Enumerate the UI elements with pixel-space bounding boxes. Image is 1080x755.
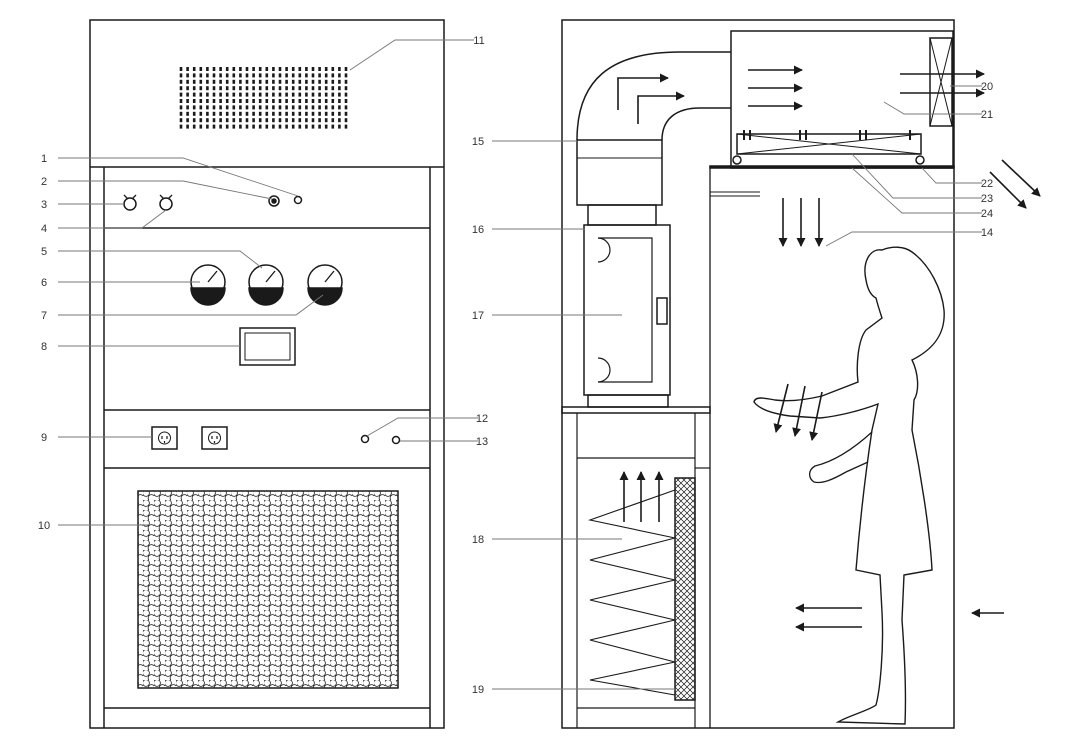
indicator-lamp-2 [268, 195, 280, 207]
callout-label-20: 20 [981, 81, 993, 93]
leader-line-12 [366, 417, 478, 437]
hepa-filter-cross [736, 133, 922, 155]
switch-4-icon [159, 194, 173, 211]
fan-motor-clip [656, 297, 668, 325]
callout-label-10: 10 [38, 520, 50, 532]
leader-line-11 [349, 39, 474, 71]
callout-label-14: 14 [981, 227, 993, 239]
indicator-lamp-1 [293, 195, 303, 205]
pressure-gauge-7 [307, 264, 343, 306]
side-cabinet-outline [561, 19, 955, 729]
power-socket-left [151, 426, 178, 450]
air-duct-inner [661, 107, 731, 141]
leader-line-14 [825, 231, 982, 247]
fan-collar [587, 204, 657, 226]
callout-label-13: 13 [476, 436, 488, 448]
top-plenum-box [730, 30, 954, 169]
callout-label-5: 5 [41, 246, 47, 258]
leader-line-23 [851, 153, 982, 199]
leader-line-5 [58, 250, 263, 269]
callout-label-17: 17 [472, 310, 484, 322]
leader-line-4 [58, 209, 167, 229]
pressure-gauge-5 [248, 264, 284, 306]
leader-line-7 [58, 294, 324, 316]
perforated-return-panel [137, 490, 399, 689]
indicator-lamp-2-core [271, 198, 277, 204]
operator-silhouette [753, 246, 945, 725]
indicator-lamp-12 [360, 434, 370, 444]
duct-vertical-section [576, 139, 663, 206]
fan-base [587, 394, 669, 408]
leader-line-1 [58, 157, 299, 197]
exhaust-filter-cross [929, 37, 953, 127]
power-socket-right [201, 426, 228, 450]
leader-line-22 [921, 167, 982, 184]
callout-label-15: 15 [472, 136, 484, 148]
control-display [239, 327, 296, 366]
callout-label-3: 3 [41, 199, 47, 211]
hepa-filter-frame [736, 133, 922, 155]
side-view [561, 19, 955, 729]
callout-label-24: 24 [981, 208, 993, 220]
callout-label-1: 1 [41, 153, 47, 165]
leader-line-24 [851, 167, 982, 214]
airflow-arrows [617, 65, 1041, 632]
callout-label-9: 9 [41, 432, 47, 444]
leader-line-21 [883, 101, 982, 115]
callout-label-18: 18 [472, 534, 484, 546]
air-duct-outer [576, 51, 731, 141]
pressure-gauge-6 [190, 264, 226, 306]
work-surface [561, 406, 711, 414]
leader-line-2 [58, 180, 273, 200]
work-zone-ceiling [709, 165, 955, 169]
exhaust-grille-slots [179, 67, 348, 129]
prefilter-media [674, 477, 696, 701]
operator-left-arm [808, 431, 873, 484]
callout-label-8: 8 [41, 341, 47, 353]
hepa-mount-right [915, 155, 925, 165]
callout-label-7: 7 [41, 310, 47, 322]
callout-label-12: 12 [476, 413, 488, 425]
callout-label-21: 21 [981, 109, 993, 121]
indicator-lamp-13 [391, 435, 401, 445]
switch-3-icon [123, 194, 137, 211]
callout-label-2: 2 [41, 176, 47, 188]
front-view [89, 19, 445, 729]
callout-label-22: 22 [981, 178, 993, 190]
callout-label-16: 16 [472, 224, 484, 236]
hepa-clamps [743, 130, 911, 140]
callout-label-19: 19 [472, 684, 484, 696]
exhaust-filter-20 [929, 37, 953, 127]
callout-label-23: 23 [981, 193, 993, 205]
callout-label-4: 4 [41, 223, 47, 235]
control-display-screen [244, 332, 291, 361]
pleated-prefilter [587, 489, 676, 696]
hepa-mount-left [732, 155, 742, 165]
callout-label-6: 6 [41, 277, 47, 289]
front-cabinet-outline [89, 19, 445, 729]
callout-label-11: 11 [473, 35, 484, 47]
